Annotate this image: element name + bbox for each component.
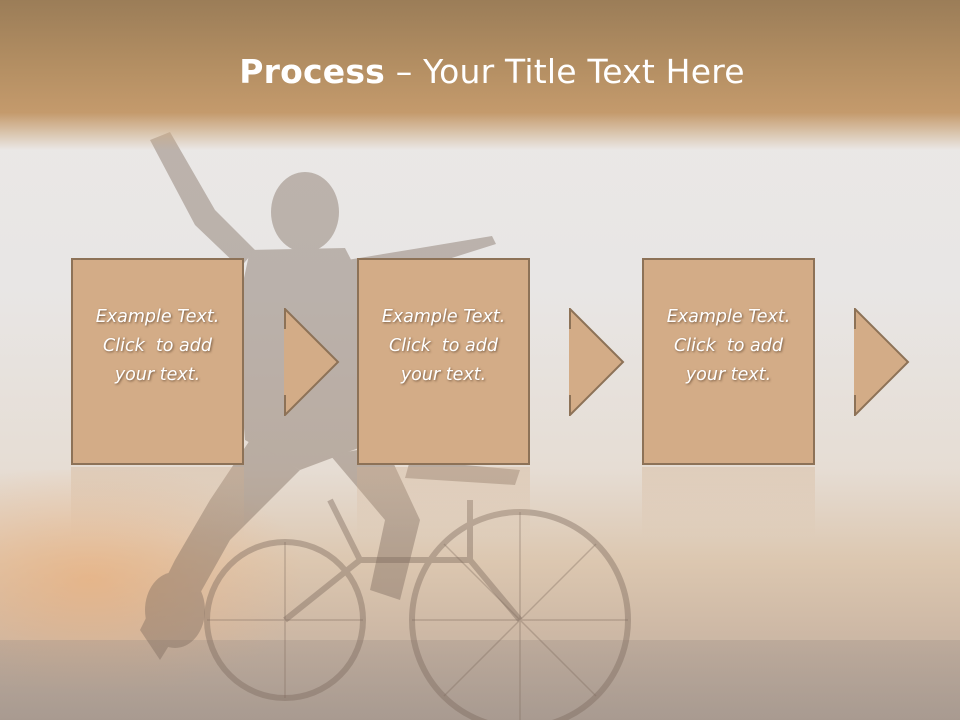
title-bold: Process [239, 52, 386, 91]
step-text-line: Example Text. [666, 307, 791, 327]
process-arrow-1-icon [284, 308, 340, 416]
slide-title[interactable]: Process – Your Title Text Here [0, 52, 960, 91]
title-rest: – Your Title Text Here [385, 52, 745, 91]
process-step-1-box[interactable]: Example Text. Click to add your text. [71, 258, 244, 465]
process-arrow-2-icon [569, 308, 625, 416]
step-text-line: your text. [114, 365, 201, 385]
process-step-2-text: Example Text. Click to add your text. [376, 303, 512, 390]
step-text-line: Click to add [103, 336, 212, 356]
step-1-reflection [71, 467, 244, 537]
step-text-line: Click to add [389, 336, 498, 356]
process-step-3-text: Example Text. Click to add your text. [661, 303, 797, 390]
step-2-reflection [357, 467, 530, 537]
process-arrow-3-icon [854, 308, 910, 416]
step-3-reflection [642, 467, 815, 537]
process-step-1-text: Example Text. Click to add your text. [90, 303, 226, 390]
title-bar [0, 0, 960, 150]
ground-horizon [0, 640, 960, 720]
step-text-line: Click to add [674, 336, 783, 356]
step-text-line: Example Text. [381, 307, 506, 327]
step-text-line: your text. [400, 365, 487, 385]
process-step-2-box[interactable]: Example Text. Click to add your text. [357, 258, 530, 465]
step-text-line: Example Text. [95, 307, 220, 327]
process-step-3-box[interactable]: Example Text. Click to add your text. [642, 258, 815, 465]
step-text-line: your text. [685, 365, 772, 385]
